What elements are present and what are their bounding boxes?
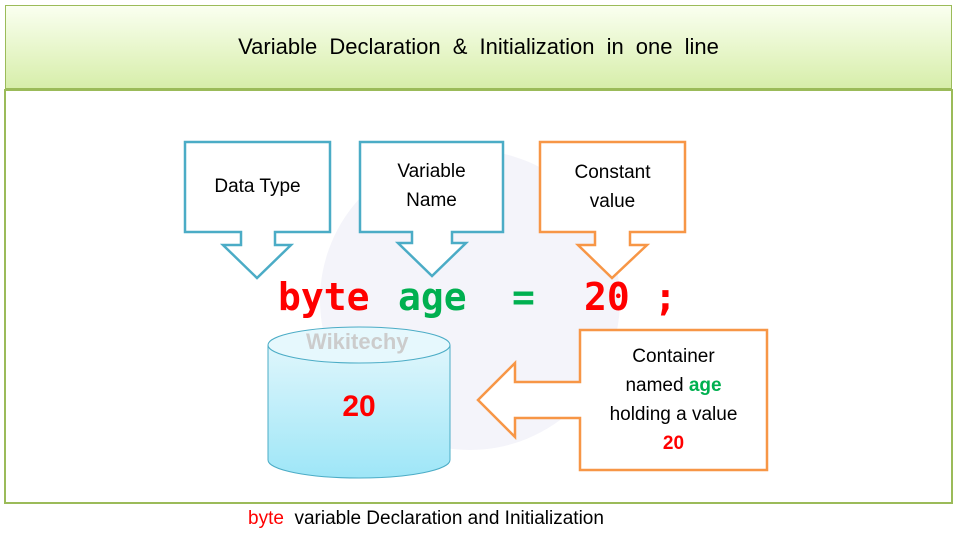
caption-keyword: byte: [248, 508, 284, 529]
data-type-label: Data Type: [214, 176, 301, 197]
diagram-title: Variable Declaration & Initialization in…: [5, 5, 952, 89]
constant-value-label: Constant value: [540, 158, 685, 216]
container-note-callout: [476, 328, 769, 472]
note-line2: named age: [580, 371, 767, 400]
caption-text: variable Declaration and Initialization: [294, 508, 604, 529]
variable-name-line2: Name: [406, 190, 457, 211]
note-age: age: [688, 375, 722, 396]
variable-name-callout: [358, 140, 505, 278]
variable-name-label: Variable Name: [360, 157, 503, 215]
code-equals: =: [512, 275, 535, 319]
note-line3: holding a value: [609, 404, 738, 425]
watermark-logo: Wikitechy: [306, 329, 409, 354]
note-value: 20: [662, 433, 685, 454]
code-type: byte: [278, 275, 370, 319]
code-semicolon: ;: [654, 275, 677, 319]
container-cylinder: [267, 326, 451, 479]
figure-caption: byte variable Declaration and Initializa…: [248, 508, 604, 530]
container-note-text: Container named age holding a value 20: [580, 342, 767, 458]
container-value: 20: [342, 390, 376, 423]
variable-name-line1: Variable: [397, 161, 466, 182]
data-type-callout: [183, 140, 332, 280]
constant-value-line2: value: [589, 191, 636, 212]
code-value: 20: [584, 275, 630, 319]
constant-value-callout: [538, 140, 687, 280]
note-named: named: [625, 375, 689, 396]
note-line1: Container: [632, 346, 715, 367]
code-variable-name: age: [398, 275, 467, 319]
constant-value-line1: Constant: [574, 162, 651, 183]
